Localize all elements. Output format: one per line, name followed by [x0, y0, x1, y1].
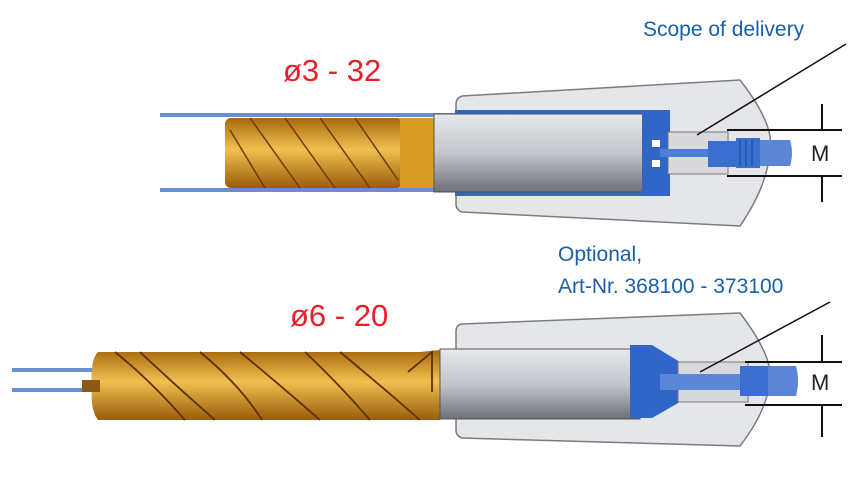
callout-leader-top — [696, 43, 847, 136]
bottom-callout-line1: Optional, — [558, 243, 643, 266]
vent-hole — [652, 140, 660, 147]
coolant-tube — [660, 374, 748, 390]
adjust-screw — [740, 366, 770, 396]
coolant-pin — [660, 149, 710, 157]
dimension-m-top — [727, 104, 842, 202]
end-mill-helix — [229, 117, 399, 189]
end-mill-shank — [433, 113, 645, 193]
bottom-callout-line2: Art-Nr. 368100 - 373100 — [558, 275, 784, 298]
bottom-dimension-label: M — [811, 370, 830, 395]
top-callout: Scope of delivery — [643, 18, 805, 41]
end-mill-flutes — [225, 118, 403, 188]
screw-end — [768, 366, 798, 396]
dimension-m-bottom — [745, 335, 842, 437]
end-mill-neck — [400, 118, 436, 188]
callout-leader-bottom — [699, 301, 831, 373]
vent-hole — [652, 160, 660, 167]
drill-tip — [82, 380, 100, 392]
top-dimension-label: M — [811, 141, 830, 166]
drill-shank — [439, 348, 641, 420]
top-diameter-label: ø3 - 32 — [283, 53, 382, 88]
bottom-diameter-label: ø6 - 20 — [290, 298, 389, 333]
drill-helix — [114, 350, 433, 421]
top-assembly — [160, 43, 847, 227]
adjust-screw-nut — [708, 141, 738, 167]
thread-marks — [739, 140, 753, 166]
bottom-assembly — [12, 301, 842, 447]
screw-end — [760, 140, 792, 166]
drill-body — [91, 350, 440, 420]
cone-collar — [630, 345, 680, 418]
